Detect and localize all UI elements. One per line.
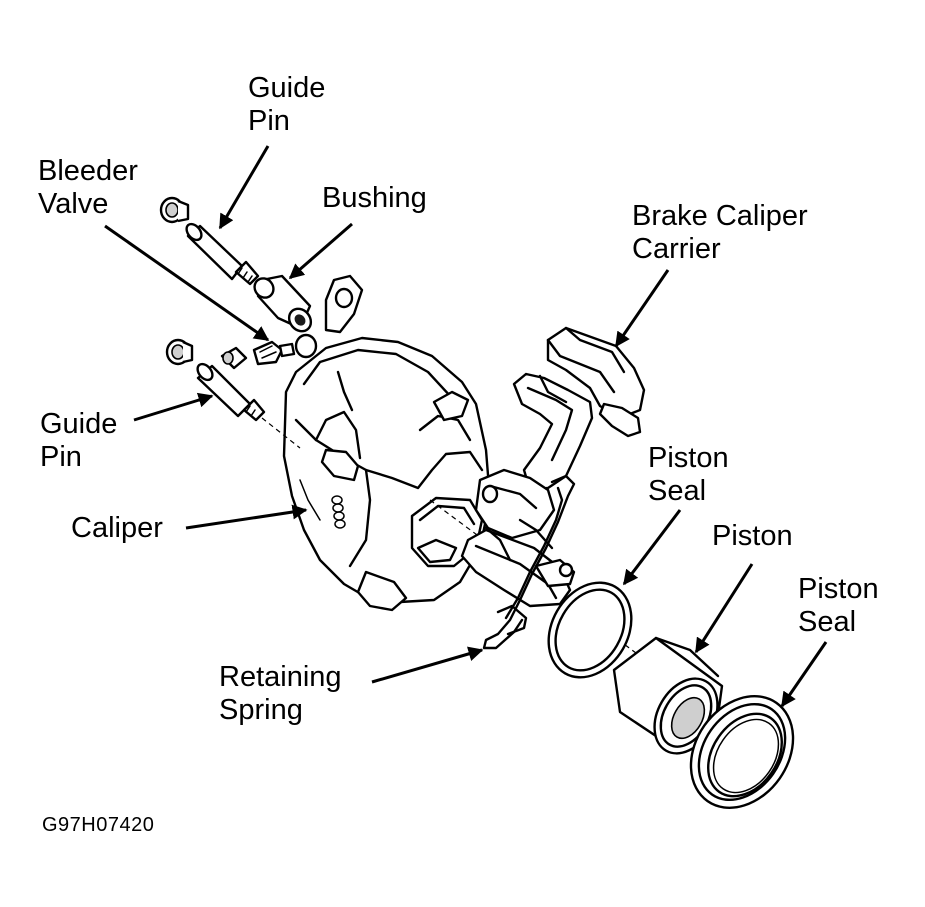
label-brake-caliper-carrier: Brake Caliper Carrier — [632, 200, 808, 266]
logo-rings — [331, 495, 346, 529]
leader-caliper — [185, 504, 308, 530]
guide-pin-top — [185, 222, 260, 286]
brake-caliper-carrier — [460, 326, 646, 608]
label-piston-seal-outer-line1: Piston — [798, 573, 879, 605]
label-piston-seal-outer-line2: Seal — [798, 606, 857, 638]
label-piston-seal-inner: Piston Seal — [648, 442, 729, 508]
leader-bushing — [288, 222, 353, 280]
label-guide-pin-mid: Guide Pin — [40, 408, 117, 474]
label-piston-seal-outer: Piston Seal — [798, 573, 879, 639]
label-piston: Piston — [712, 520, 793, 552]
leader-guide-pin-mid — [133, 392, 214, 422]
leader-piston-seal-inner — [622, 509, 682, 586]
leader-guide-pin-top — [218, 145, 270, 230]
label-retaining-spring-line1: Retaining — [219, 661, 342, 693]
caliper-body — [282, 274, 492, 612]
leader-bleeder-valve — [104, 224, 270, 342]
dust-cap-mid — [165, 338, 194, 366]
label-carrier-line2: Carrier — [632, 233, 721, 265]
label-guide-pin-top-line1: Guide — [248, 72, 326, 104]
bleeder-valve — [220, 340, 296, 370]
label-bleeder-valve-line1: Bleeder — [38, 155, 138, 187]
figure-code: G97H07420 — [42, 814, 155, 836]
label-guide-pin-top: Guide Pin — [248, 72, 325, 138]
label-carrier-line1: Brake Caliper — [632, 200, 808, 232]
pin-axis — [261, 417, 301, 449]
guide-pin-mid — [196, 362, 266, 422]
label-piston-seal-inner-line2: Seal — [648, 475, 707, 507]
leader-piston-seal-outer — [780, 641, 828, 708]
label-bleeder-valve: Bleeder Valve — [38, 155, 138, 221]
retaining-spring — [482, 474, 576, 650]
label-bushing: Bushing — [322, 182, 427, 214]
leader-retaining-spring — [371, 646, 484, 684]
label-retaining-spring-line2: Spring — [219, 694, 303, 726]
dust-cap-top — [159, 196, 190, 224]
label-bleeder-valve-line2: Valve — [38, 188, 109, 220]
label-guide-pin-mid-line1: Guide — [40, 408, 118, 440]
label-caliper: Caliper — [71, 512, 163, 544]
piston-seal-outer — [689, 695, 795, 809]
piston — [612, 636, 724, 755]
label-retaining-spring: Retaining Spring — [219, 661, 342, 727]
leader-carrier — [614, 269, 670, 348]
bushing — [253, 274, 313, 333]
label-piston-seal-inner-line1: Piston — [648, 442, 729, 474]
leader-lines — [104, 145, 828, 708]
piston-seal-inner — [547, 581, 633, 679]
label-guide-pin-mid-line2: Pin — [40, 441, 82, 473]
label-guide-pin-top-line2: Pin — [248, 105, 290, 137]
leader-piston — [694, 563, 754, 654]
